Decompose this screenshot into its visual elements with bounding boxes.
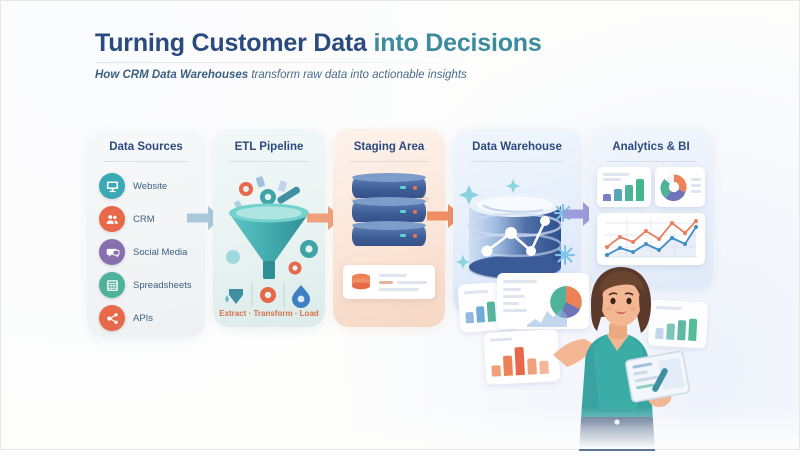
stage-title-divider — [348, 161, 430, 162]
source-label: APIs — [133, 312, 154, 324]
stage-panel-analytics-bi: Analytics & BI — [589, 129, 713, 289]
chat-bubble-icon — [99, 239, 125, 265]
pointing-hand — [553, 339, 595, 367]
source-label: CRM — [133, 213, 155, 225]
page-title-primary: Turning Customer Data — [95, 29, 374, 57]
stage-title-data-sources: Data Sources — [109, 141, 183, 153]
stage-title-staging-area: Staging Area — [353, 141, 425, 153]
monitor-icon — [99, 173, 125, 199]
etl-caption: Extract · Transform · Load — [219, 309, 319, 318]
staging-record-card — [343, 265, 435, 299]
source-label: Spreadsheets — [133, 279, 192, 291]
stage-panel-data-sources: Data Sources Website CRM — [87, 129, 205, 337]
arrow-warehouse-to-analytics — [563, 201, 597, 232]
stage-title-analytics-bi: Analytics & BI — [612, 141, 690, 153]
source-label: Social Media — [133, 246, 188, 258]
page-title-accent: into Decisions — [373, 29, 542, 57]
stage-title-data-warehouse: Data Warehouse — [472, 141, 562, 153]
source-item-website[interactable]: Website — [99, 173, 167, 199]
stage-title-divider — [606, 161, 696, 162]
stage-title-etl-pipeline: ETL Pipeline — [234, 141, 304, 153]
source-item-apis[interactable]: APIs — [99, 305, 153, 331]
funnel-icon — [213, 165, 325, 287]
database-stack-icon — [352, 173, 426, 249]
page-subtitle-bold: How CRM Data Warehouses — [95, 69, 249, 81]
mini-bar-chart — [597, 167, 651, 207]
warehouse-cylinder-icon — [453, 163, 581, 293]
page-subtitle: How CRM Data Warehouses transform raw da… — [95, 69, 467, 81]
bottom-fade — [1, 407, 799, 449]
stage-title-divider — [470, 161, 564, 162]
etl-step-icons — [221, 281, 317, 309]
page-subtitle-rest: transform raw data into actionable insig… — [248, 69, 467, 81]
share-nodes-icon — [99, 305, 125, 331]
floating-pie-dashboard-card — [497, 273, 589, 329]
mini-donut-chart — [655, 167, 705, 207]
people-icon — [99, 206, 125, 232]
stage-panel-etl-pipeline: ETL Pipeline — [213, 129, 325, 327]
title-divider — [95, 62, 487, 63]
source-item-social-media[interactable]: Social Media — [99, 239, 187, 265]
stage-title-divider — [103, 161, 189, 162]
spreadsheet-icon — [99, 272, 125, 298]
page-title: Turning Customer Data into Decisions — [95, 29, 542, 58]
source-label: Website — [133, 180, 168, 192]
stage-title-divider — [228, 161, 310, 162]
source-item-crm[interactable]: CRM — [99, 206, 155, 232]
stage-panel-staging-area: Staging Area — [333, 129, 445, 327]
source-item-spreadsheets[interactable]: Spreadsheets — [99, 272, 192, 298]
mini-trend-chart — [597, 213, 705, 265]
